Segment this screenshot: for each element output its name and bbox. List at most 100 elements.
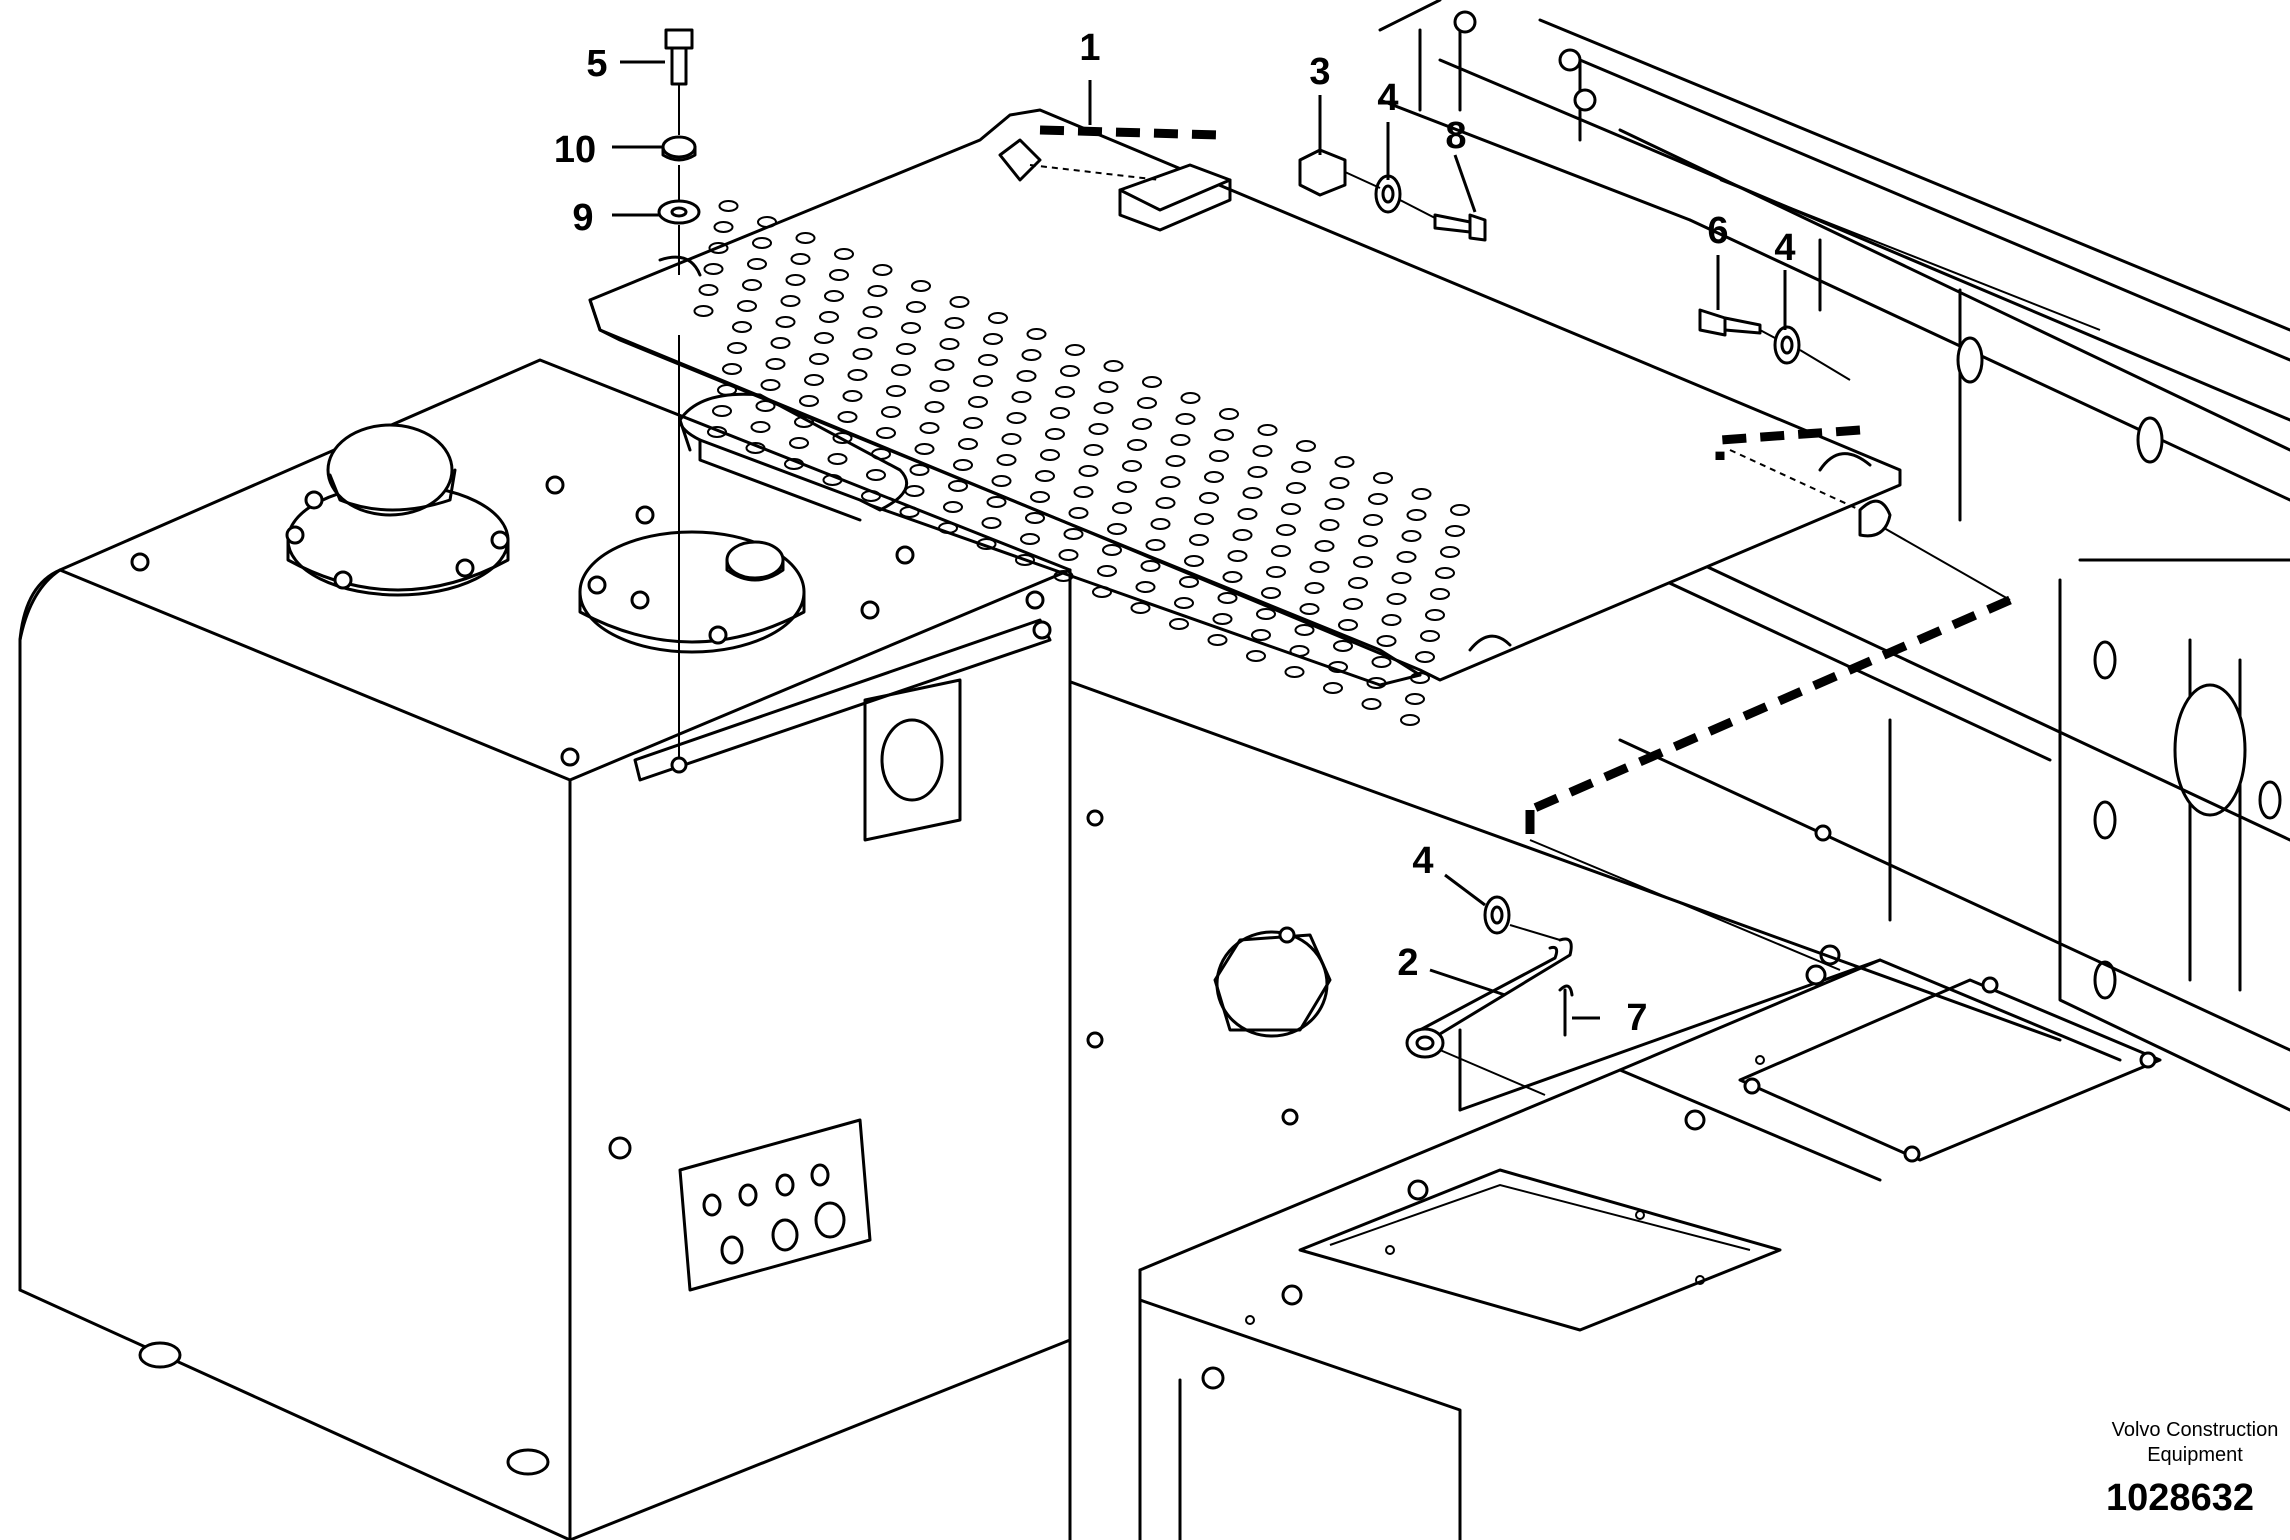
perforation-hole [1257, 424, 1278, 436]
perforation-hole [1284, 666, 1305, 678]
perforation-hole [1112, 502, 1132, 514]
perforation-hole [1286, 482, 1306, 494]
perforation-hole [1103, 360, 1124, 372]
callouts: 1 2 3 4 4 4 5 6 7 8 9 10 [554, 27, 1796, 1039]
perforation-hole [834, 248, 854, 260]
perforation-hole [983, 333, 1003, 345]
perforation-hole [703, 263, 724, 275]
perforation-hole [1058, 549, 1079, 561]
perforation-hole [755, 400, 776, 412]
perforation-hole [1132, 418, 1152, 430]
perforation-hole [1184, 555, 1204, 567]
perforation-hole [914, 443, 935, 455]
perforation-hole [1040, 449, 1060, 461]
callout-6: 6 [1707, 210, 1728, 252]
perforation-hole [693, 305, 714, 317]
perforation-hole [939, 338, 960, 350]
perforation-hole [804, 374, 824, 386]
perforation-hole [1145, 539, 1166, 551]
perforation-hole [906, 301, 926, 313]
perforation-hole [934, 359, 955, 371]
perforation-hole [1189, 534, 1209, 546]
perforation-hole [963, 417, 983, 429]
perforation-hole [1242, 487, 1263, 499]
perforation-hole [1405, 693, 1425, 705]
perforation-hole [1252, 445, 1273, 457]
perforation-hole [1026, 328, 1047, 340]
perforation-hole [1219, 408, 1239, 420]
perforation-hole [1435, 567, 1455, 579]
callout-9: 9 [572, 197, 593, 239]
perforation-hole [1155, 497, 1176, 509]
perforation-hole [790, 253, 811, 265]
perforation-hole [1256, 608, 1276, 620]
perforation-hole [1440, 546, 1460, 558]
perforation-hole [1063, 528, 1084, 540]
perforation-hole [896, 343, 916, 355]
perforation-hole [1194, 513, 1214, 525]
perforation-hole [1363, 514, 1383, 526]
perforation-hole [1366, 677, 1387, 689]
hardware-left [657, 28, 701, 774]
perforation-hole [1122, 460, 1142, 472]
callout-4-right: 4 [1774, 227, 1795, 269]
perforation-hole [1030, 491, 1050, 503]
perforation-hole [1237, 508, 1258, 520]
perforation-hole [1097, 565, 1117, 577]
perforation-hole [919, 422, 940, 434]
perforation-hole [1348, 577, 1368, 589]
perforation-hole [1102, 544, 1122, 556]
perforation-hole [1025, 512, 1045, 524]
perforation-hole [824, 290, 844, 302]
perforation-hole [799, 395, 819, 407]
perforation-hole [988, 312, 1008, 324]
perforation-hole [872, 264, 893, 276]
perforation-hole [871, 448, 891, 460]
perforation-hole [765, 358, 786, 370]
perforation-hole [1174, 597, 1194, 609]
perforation-hole [866, 469, 886, 481]
perforation-hole [837, 411, 858, 423]
perforation-hole [1098, 381, 1119, 393]
perforation-hole [1045, 428, 1065, 440]
perforation-hole [707, 426, 727, 438]
perforation-hole [832, 432, 853, 444]
perforation-hole [1251, 629, 1271, 641]
perforation-hole [1011, 391, 1032, 403]
perforation-hole [1281, 503, 1301, 515]
perforation-hole [1410, 672, 1430, 684]
perforation-hole [1016, 370, 1037, 382]
perforation-hole [958, 438, 978, 450]
perforation-hole [785, 274, 806, 286]
perforation-hole [1266, 566, 1286, 578]
perforation-hole [1411, 488, 1432, 500]
perforation-hole [1050, 407, 1070, 419]
perforation-hole [1227, 550, 1248, 562]
perforation-hole [1060, 365, 1080, 377]
perforation-hole [1247, 466, 1268, 478]
perforation-hole [727, 342, 747, 354]
perforation-hole [732, 321, 752, 333]
perforation-hole [1092, 586, 1112, 598]
perforation-hole [1430, 588, 1450, 600]
perforation-hole [809, 353, 829, 365]
perforation-hole [1415, 651, 1435, 663]
perforation-hole [881, 406, 901, 418]
perforation-hole [747, 258, 767, 270]
perforation-hole [750, 421, 771, 433]
perforation-hole [760, 379, 781, 391]
hardware-right [1698, 308, 1851, 381]
perforation-hole [891, 364, 911, 376]
perforation-hole [1107, 523, 1127, 535]
perforation-hole [1222, 571, 1243, 583]
perforation-hole [745, 442, 766, 454]
perforation-hole [1358, 535, 1378, 547]
perforation-hole [1294, 624, 1315, 636]
perforation-hole [794, 416, 814, 428]
callout-1: 1 [1079, 27, 1100, 69]
perforation-hole [1371, 656, 1392, 668]
perforation-hole [1425, 609, 1445, 621]
perforation-hole [1207, 634, 1228, 646]
perforation-hole [1271, 545, 1291, 557]
perforation-hole [1088, 423, 1109, 435]
